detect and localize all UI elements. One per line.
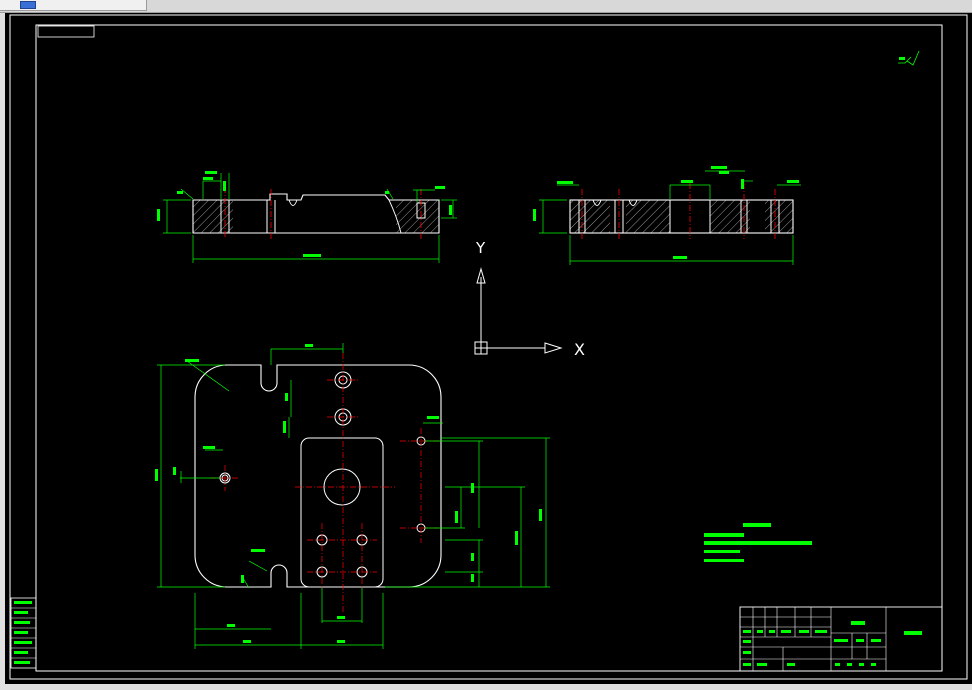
cad-drawing-canvas[interactable]: Y X — [5, 13, 972, 684]
ucs-axis-icon — [474, 267, 563, 355]
revision-strip — [10, 597, 37, 669]
technical-notes-block — [704, 523, 812, 562]
corner-code-box — [37, 25, 95, 38]
outer-frame — [9, 14, 968, 680]
left-edge-bar — [0, 13, 5, 690]
drawing-tab[interactable] — [0, 0, 147, 11]
title-block — [739, 606, 943, 672]
ucs-y-label: Y — [475, 239, 486, 257]
inner-frame — [35, 24, 943, 672]
section-view-front — [157, 171, 457, 263]
bottom-edge-bar — [0, 684, 972, 690]
tab-icon — [20, 1, 36, 9]
roughness-symbol — [898, 50, 920, 66]
window-top-bar — [0, 0, 972, 13]
section-view-side — [533, 166, 801, 265]
plan-view — [155, 343, 550, 649]
ucs-x-label: X — [574, 340, 585, 359]
